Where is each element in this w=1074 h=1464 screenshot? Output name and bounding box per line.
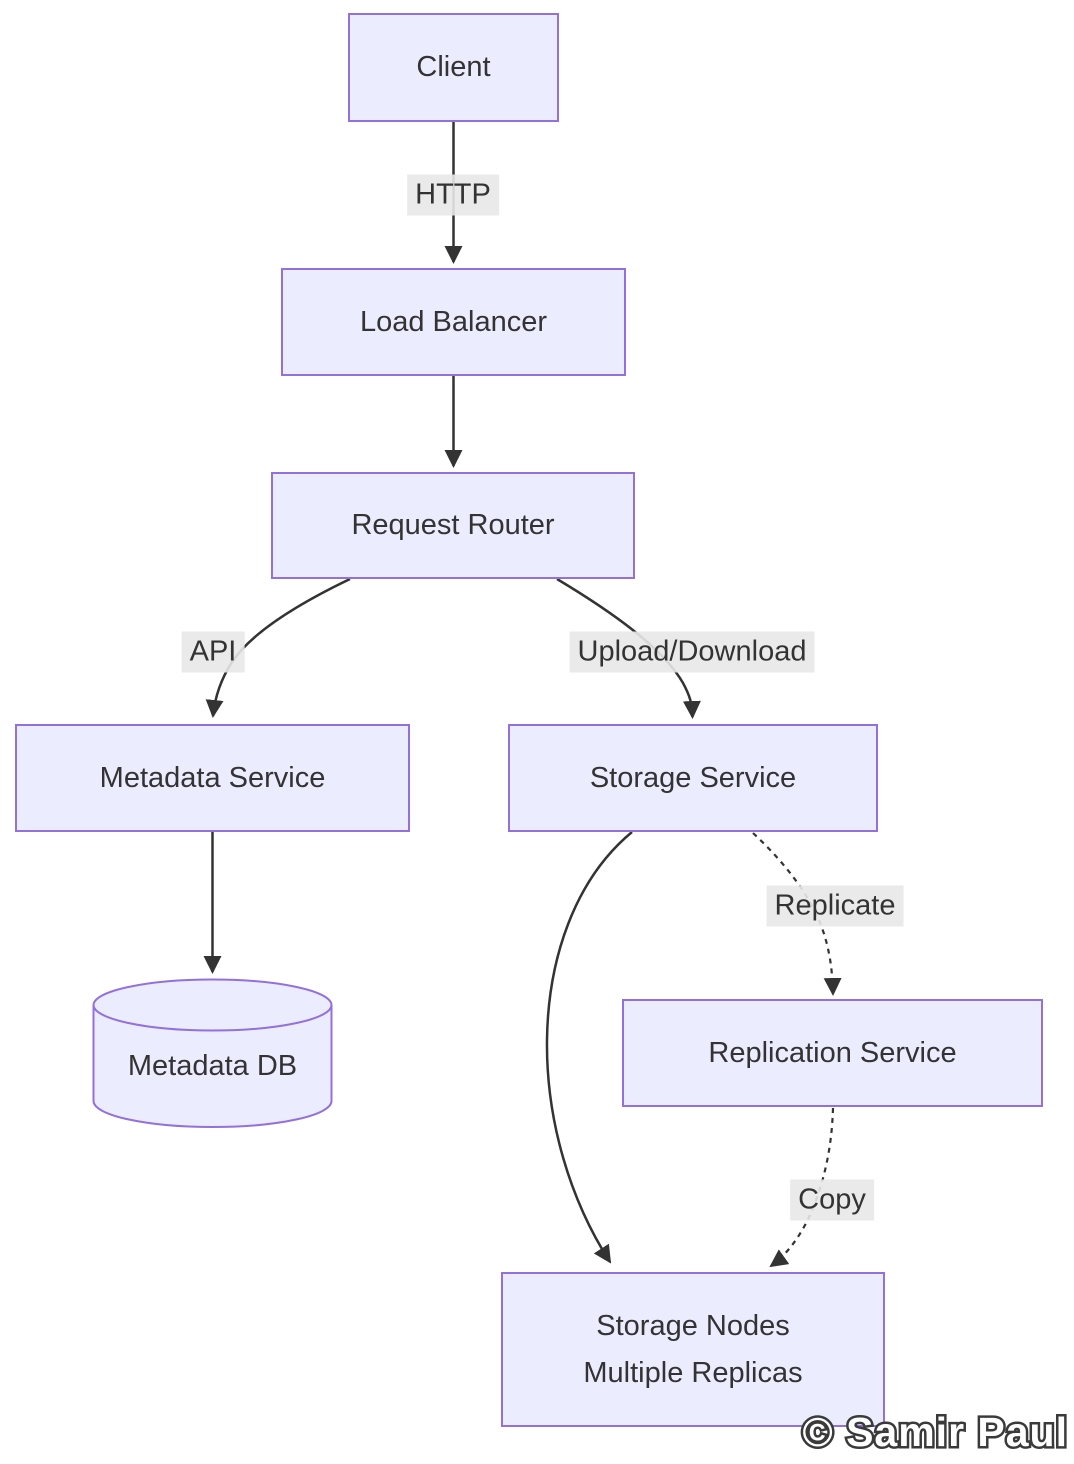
node-storage-nodes: Storage Nodes Multiple Replicas (501, 1272, 885, 1427)
edge-label-upload-download: Upload/Download (569, 631, 815, 673)
node-storage-nodes-label-line2: Multiple Replicas (583, 1356, 803, 1389)
node-load-balancer-label: Load Balancer (359, 305, 548, 338)
node-load-balancer: Load Balancer (281, 268, 626, 376)
edge-label-replicate: Replicate (766, 885, 904, 927)
edge-label-api: API (181, 631, 245, 673)
watermark: © Samir Paul (800, 1407, 1070, 1458)
node-metadata-db-cylinder-icon (92, 978, 333, 1128)
node-replication-service-label: Replication Service (708, 1036, 957, 1069)
edge-label-copy: Copy (790, 1179, 874, 1221)
node-storage-service-label: Storage Service (589, 761, 797, 794)
node-metadata-service-label: Metadata Service (99, 761, 326, 794)
node-replication-service: Replication Service (622, 999, 1043, 1107)
node-client-label: Client (416, 51, 491, 83)
node-request-router: Request Router (271, 472, 635, 579)
cylinder-top-ellipse (92, 978, 333, 1032)
edge-storage-service-to-storage-nodes (545, 831, 633, 1264)
node-storage-service: Storage Service (508, 724, 878, 832)
node-request-router-label: Request Router (351, 509, 555, 541)
edge-storage-service-to-replication-service (752, 832, 842, 996)
node-metadata-service: Metadata Service (15, 724, 410, 832)
node-storage-nodes-label-line1: Storage Nodes (596, 1310, 790, 1343)
node-client: Client (348, 13, 559, 122)
edge-label-http: HTTP (407, 174, 499, 216)
node-metadata-db-label: Metadata DB (127, 1050, 298, 1082)
watermark-text: © Samir Paul (802, 1409, 1068, 1455)
edge-replication-service-to-storage-nodes (769, 1107, 835, 1268)
